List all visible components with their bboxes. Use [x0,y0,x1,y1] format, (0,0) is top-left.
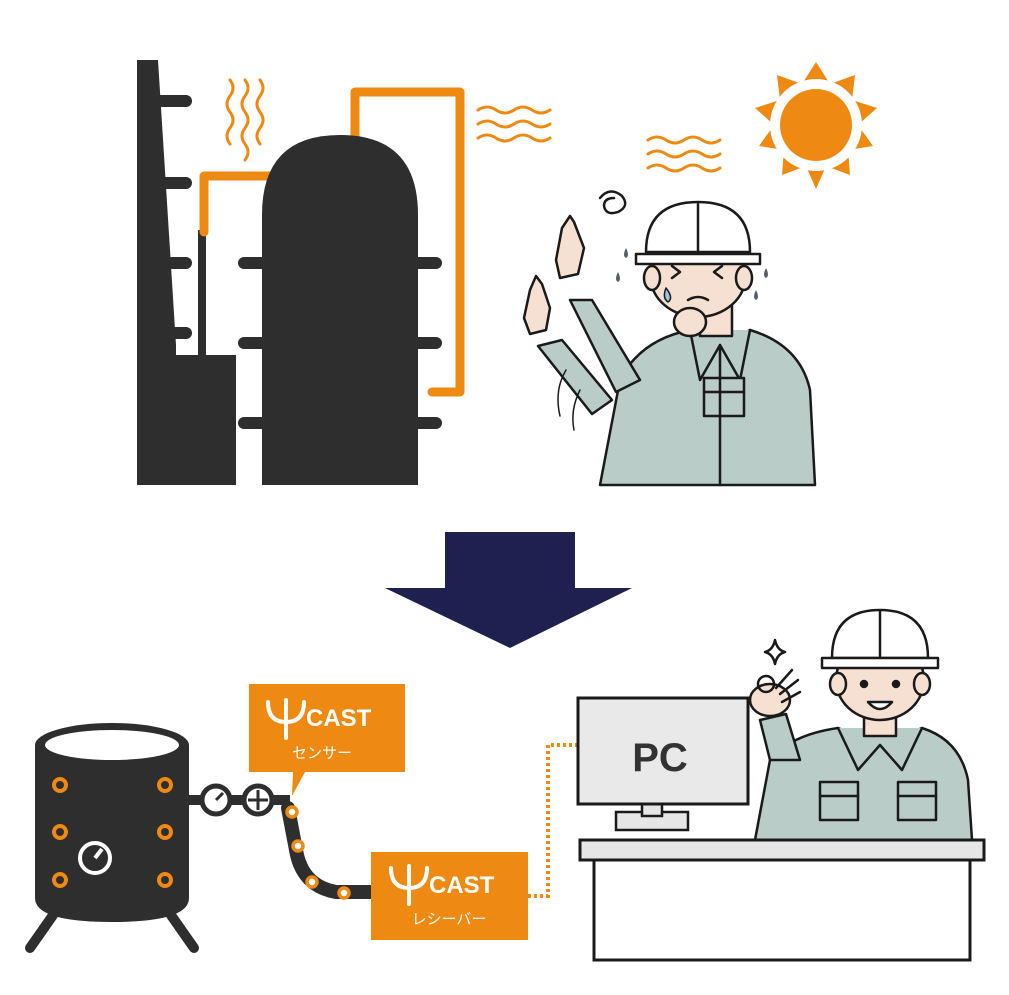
pipes [199,87,465,397]
heat-wave-icon [646,135,722,173]
sun-icon [755,62,877,189]
heat-wave-icon [476,105,552,143]
sensor-label: センサー [292,744,352,762]
tower-icon [137,60,236,485]
monitor-icon: PC [576,696,750,832]
monitor-label: PC [632,736,688,780]
receiver-box: CAST レシーバー [371,852,528,940]
receiver-label: レシーバー [412,910,487,928]
sensor-box: CAST センサー [249,684,405,796]
desk-icon [578,838,986,962]
heat-wave-icon [225,78,265,162]
worker-icon [522,190,817,487]
pipeline [186,783,387,900]
tank-icon [238,135,442,485]
valve-icon [241,783,275,817]
down-arrow-icon [385,532,632,648]
cast-logo-icon [389,864,429,906]
sensor-brand: CAST [306,705,372,732]
boiler-icon [25,723,199,953]
gauge-icon [78,841,112,875]
sparkle-icon [763,638,787,666]
cast-logo-icon [266,698,306,740]
gauge-icon [199,783,233,817]
worker-icon [748,608,974,842]
receiver-brand: CAST [429,872,495,899]
